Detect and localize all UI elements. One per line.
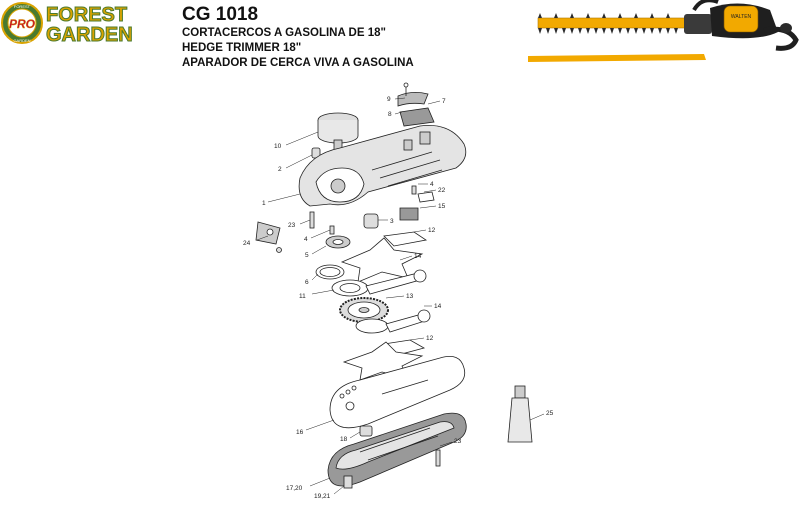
part-seal bbox=[325, 235, 351, 249]
part-gear bbox=[339, 297, 389, 323]
callout-4-lower: 4 bbox=[304, 236, 308, 243]
svg-text:GARDEN: GARDEN bbox=[13, 38, 30, 43]
part-bushing-3 bbox=[363, 213, 379, 229]
logo-forest: FOREST bbox=[46, 4, 127, 26]
part-base-plate bbox=[329, 355, 466, 429]
part-nut-18 bbox=[359, 425, 373, 437]
callout-9: 9 bbox=[387, 96, 391, 103]
hedge-trimmer-photo: WALTEN bbox=[528, 0, 799, 62]
part-top-cover bbox=[397, 82, 435, 127]
part-guide-plate-12-upper bbox=[383, 231, 428, 247]
callout-4-upper: 4 bbox=[430, 181, 434, 188]
title-spanish: CORTACERCOS A GASOLINA DE 18" bbox=[182, 27, 386, 39]
svg-text:FOREST: FOREST bbox=[14, 4, 31, 9]
part-o-ring bbox=[315, 264, 345, 280]
callout-8: 8 bbox=[388, 111, 392, 118]
part-crank-14-lower bbox=[355, 309, 431, 334]
callout-24: 24 bbox=[243, 240, 251, 247]
forest-garden-logo: FOREST GARDEN PRO FOREST GARDEN bbox=[1, 2, 133, 47]
product-brand-label: WALTEN bbox=[731, 14, 752, 20]
callout-5: 5 bbox=[305, 252, 309, 259]
callout-10: 10 bbox=[274, 143, 282, 150]
callout-16: 16 bbox=[296, 429, 304, 436]
callout-15: 15 bbox=[438, 203, 446, 210]
part-crank-14-upper bbox=[340, 237, 424, 283]
model-number: CG 1018 bbox=[182, 4, 259, 25]
part-screw-19-21 bbox=[343, 475, 353, 489]
part-clutch-drum bbox=[317, 112, 359, 151]
callout-14-lower: 14 bbox=[434, 303, 442, 310]
callout-11: 11 bbox=[299, 293, 306, 300]
callout-7: 7 bbox=[442, 98, 446, 105]
callout-22: 22 bbox=[438, 187, 446, 194]
logo-garden: GARDEN bbox=[46, 24, 133, 46]
document-header: CG 1018 CORTACERCOS A GASOLINA DE 18" HE… bbox=[182, 4, 414, 71]
callout-1: 1 bbox=[262, 200, 266, 207]
callout-23-lower: 23 bbox=[454, 438, 462, 445]
callout-23-upper: 23 bbox=[288, 222, 296, 229]
callout-2: 2 bbox=[278, 166, 282, 173]
callout-18: 18 bbox=[340, 436, 348, 443]
title-portuguese: APARADOR DE CERCA VIVA A GASOLINA bbox=[182, 57, 414, 69]
callout-25: 25 bbox=[546, 410, 554, 417]
callout-17-20: 17,20 bbox=[286, 485, 303, 492]
callout-6: 6 bbox=[305, 279, 309, 286]
callout-3: 3 bbox=[390, 218, 394, 225]
callout-13: 13 bbox=[406, 293, 414, 300]
part-gear-housing bbox=[298, 125, 467, 207]
callout-12-lower: 12 bbox=[426, 335, 434, 342]
title-english: HEDGE TRIMMER 18" bbox=[182, 42, 302, 54]
part-screw-23 bbox=[309, 211, 315, 229]
callout-19-21: 19,21 bbox=[314, 493, 331, 500]
part-grease-tube bbox=[507, 385, 533, 443]
part-pin-4 bbox=[411, 185, 417, 195]
part-screw-23-lower bbox=[435, 449, 441, 467]
callout-14-upper: 14 bbox=[414, 253, 422, 260]
part-clip bbox=[399, 207, 419, 221]
logo-badge: PRO bbox=[9, 17, 36, 31]
callout-12-upper: 12 bbox=[428, 227, 436, 234]
part-connecting-rod bbox=[331, 269, 427, 297]
